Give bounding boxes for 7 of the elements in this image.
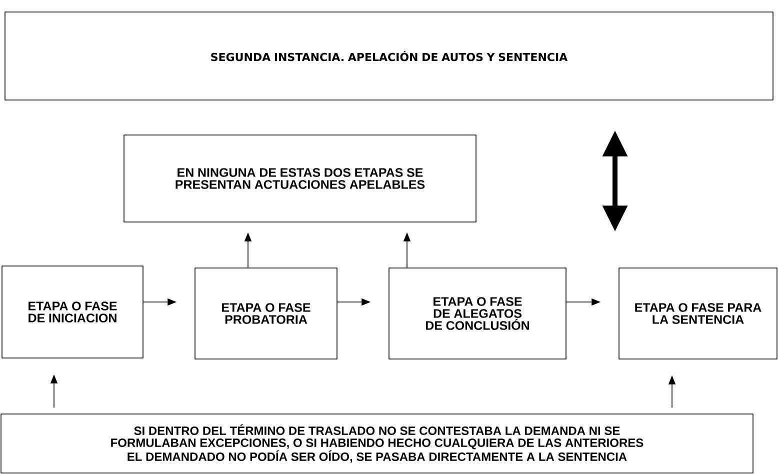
note-box: SI DENTRO DEL TÉRMINO DE TRASLADO NO SE CONTESTABA LA DEMANDA NI SE FORMULABAN EXCEPCIONES, O SI HABIENDO HECHO CUALQUIERA DE LAS ANTERIORES EL DEMANDADO NO PODÍA SER OÍDO, SE PASABA DIRECTAMENTE A LA SENTENCIA <box>0 414 754 474</box>
stage-box: ETAPA O FASE DE INICIACION <box>2 266 144 358</box>
stage-box: ETAPA O FASE PARA LA SENTENCIA <box>618 268 778 360</box>
stage-box: ETAPA O FASE PROBATORIA <box>194 268 338 360</box>
note-box: EN NINGUNA DE ESTAS DOS ETAPAS SE PRESENTAN ACTUACIONES APELABLES <box>124 134 476 222</box>
title-box: SEGUNDA INSTANCIA. APELACIÓN DE AUTOS Y SENTENCIA <box>4 12 774 100</box>
stage-box: ETAPA O FASE DE ALEGATOS DE CONCLUSIÓN <box>388 268 566 360</box>
